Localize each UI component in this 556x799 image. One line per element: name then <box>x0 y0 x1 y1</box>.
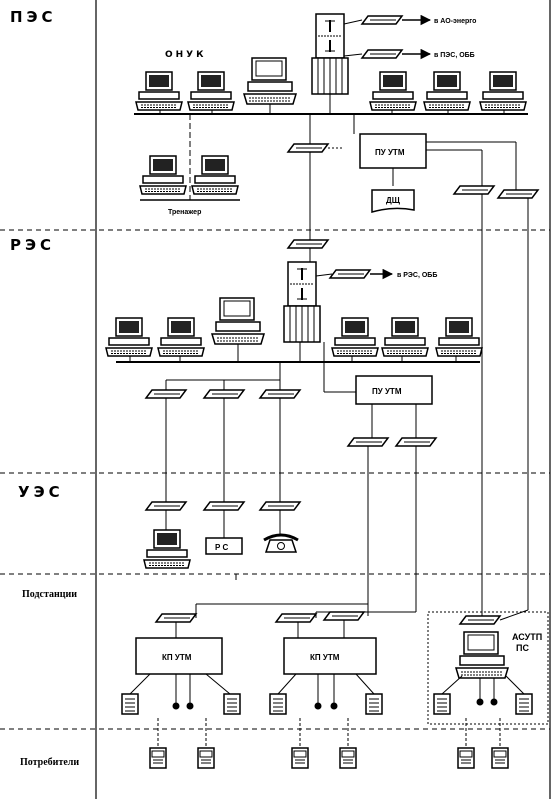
workstation-icon <box>243 57 297 105</box>
modem-icon <box>453 185 495 195</box>
rs-label: Р С <box>215 543 229 552</box>
consumer-meter-icon <box>291 747 309 769</box>
level-label-substations: Подстанции <box>22 589 77 600</box>
substations-section: КП УТМ КП УТМ АСУТП ПС <box>121 600 549 725</box>
consumer-meter-icon <box>149 747 167 769</box>
modem-icon <box>145 389 187 399</box>
modem-icon <box>361 15 403 25</box>
modem-icon <box>259 389 301 399</box>
modem-icon <box>287 239 329 249</box>
modem-icon <box>459 615 501 625</box>
res-section: в РЭС, ОББ ПУ УТМ <box>105 239 483 612</box>
modem-icon <box>497 189 539 199</box>
pu-utm-box <box>359 133 427 169</box>
workstation-icon <box>381 317 429 357</box>
kp-utm-box <box>283 637 377 675</box>
dsh-label: ДЩ <box>386 196 401 205</box>
meter-icon <box>269 693 287 715</box>
asutp-label-2: ПС <box>516 643 529 653</box>
workstation-icon <box>187 71 235 111</box>
workstation-icon <box>139 155 187 195</box>
rs-box <box>205 537 243 555</box>
consumer-meter-icon <box>339 747 357 769</box>
meter-icon <box>223 693 241 715</box>
label-to-res-obb: в РЭС, ОББ <box>397 272 437 279</box>
modem-icon <box>275 613 317 623</box>
label-to-ao-energo: в АО-энерго <box>434 18 476 25</box>
modem-icon <box>395 437 437 447</box>
kp-utm-label: КП УТМ <box>162 653 192 662</box>
level-label-consumers: Потребители <box>20 757 79 768</box>
consumers-section <box>149 718 509 769</box>
trainer-label: Тренажер <box>168 209 201 216</box>
workstation-icon <box>105 317 153 357</box>
workstation-icon <box>135 71 183 111</box>
workstation-icon <box>143 529 191 569</box>
workstation-icon <box>211 297 265 345</box>
server-icon <box>283 261 321 343</box>
meter-icon <box>515 693 533 715</box>
ues-section: Р С <box>143 501 301 580</box>
kp-utm-box <box>135 637 223 675</box>
onuk-label: ОНУК <box>165 50 206 60</box>
consumer-meter-icon <box>197 747 215 769</box>
level-label-res: РЭС <box>10 236 55 254</box>
kp-utm-label: КП УТМ <box>310 653 340 662</box>
modem-icon <box>361 49 403 59</box>
modem-icon <box>287 143 329 153</box>
meter-icon <box>365 693 383 715</box>
dsh-panel <box>371 189 415 213</box>
workstation-icon <box>455 631 509 679</box>
pes-section: в АО-энерго в ПЭС, ОББ ОНУК Тренажер <box>134 13 539 610</box>
telephone-icon <box>263 533 299 553</box>
workstation-icon <box>423 71 471 111</box>
workstation-icon <box>191 155 239 195</box>
pu-utm-label: ПУ УТМ <box>375 148 405 157</box>
modem-icon <box>155 613 197 623</box>
meter-icon <box>433 693 451 715</box>
modem-icon <box>259 501 301 511</box>
pu-utm-box <box>355 375 433 405</box>
modem-icon <box>329 269 371 279</box>
asutp-label-1: АСУТП <box>512 632 542 642</box>
label-to-pes-obb: в ПЭС, ОББ <box>434 52 475 59</box>
meter-icon <box>121 693 139 715</box>
workstation-icon <box>369 71 417 111</box>
workstation-icon <box>157 317 205 357</box>
workstation-icon <box>331 317 379 357</box>
modem-icon <box>203 501 245 511</box>
workstation-icon <box>479 71 527 111</box>
modem-icon <box>323 611 365 621</box>
level-label-pes: ПЭС <box>10 8 57 26</box>
consumer-meter-icon <box>457 747 475 769</box>
modem-icon <box>347 437 389 447</box>
workstation-icon <box>435 317 483 357</box>
modem-icon <box>145 501 187 511</box>
asutp-region <box>427 611 549 725</box>
server-icon <box>311 13 349 95</box>
pu-utm-label: ПУ УТМ <box>372 387 402 396</box>
modem-icon <box>203 389 245 399</box>
level-label-ues: УЭС <box>18 483 64 501</box>
consumer-meter-icon <box>491 747 509 769</box>
